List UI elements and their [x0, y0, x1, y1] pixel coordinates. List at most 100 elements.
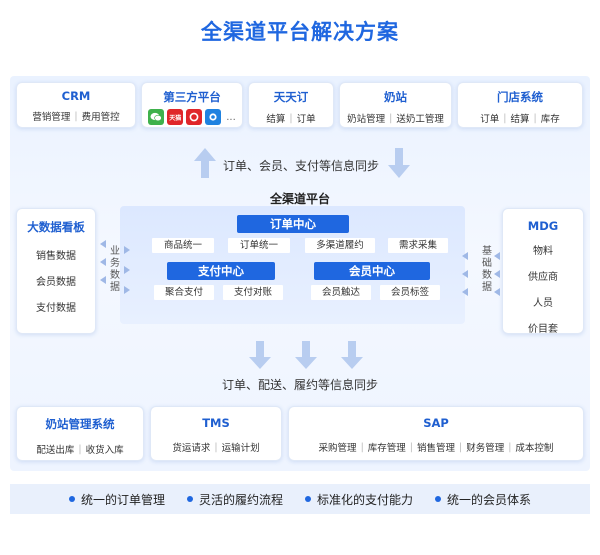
member-center-pill: 会员中心	[314, 262, 430, 280]
mdg-title: MDG	[527, 219, 559, 233]
milk-station-title: 奶站	[384, 90, 407, 104]
milk-station-item: 奶站管理	[347, 114, 386, 125]
sap-card: SAP 采购管理 | 库存管理 | 销售管理 | 财务管理 | 成本控制	[288, 406, 584, 461]
tiantianding-item: 结算	[266, 114, 286, 125]
milk-station-system-title: 奶站管理系统	[45, 417, 115, 431]
tms-item: 货运请求	[172, 443, 211, 454]
base-data-label: 基础数据	[482, 246, 492, 293]
pay-center-pill: 支付中心	[167, 262, 275, 280]
tmall-icon: 天猫	[167, 109, 184, 125]
wechat-icon	[148, 109, 165, 125]
footer-item-label: 灵活的履约流程	[198, 492, 283, 507]
order-chip: 商品统一	[152, 238, 214, 253]
big-data-item: 会员数据	[36, 277, 76, 288]
sap-item: 销售管理	[416, 443, 455, 454]
member-chip: 会员标签	[380, 285, 440, 300]
eleme-icon	[186, 109, 203, 125]
store-item: 订单	[480, 114, 500, 125]
mdg-card: MDG 物料 供应商 人员 价目套	[502, 208, 584, 335]
footer-item-label: 统一的会员体系	[447, 492, 532, 507]
store-system-card: 门店系统 订单 | 结算 | 库存	[457, 82, 583, 128]
separator: |	[409, 441, 413, 453]
sync-top-text: 订单、会员、支付等信息同步	[222, 159, 379, 173]
mdg-item: 人员	[533, 298, 553, 309]
tiantianding-title: 天天订	[273, 90, 309, 104]
separator: |	[389, 112, 393, 124]
big-data-card: 大数据看板 销售数据 会员数据 支付数据	[16, 208, 96, 334]
mdg-item: 价目套	[528, 324, 558, 335]
footer-item: 灵活的履约流程	[186, 491, 283, 508]
member-chip: 会员触达	[311, 285, 371, 300]
more-dots: ...	[226, 111, 236, 123]
big-data-item: 销售数据	[36, 251, 76, 262]
footer-item-label: 统一的订单管理	[80, 492, 165, 507]
third-party-title: 第三方平台	[163, 90, 221, 104]
separator: |	[503, 112, 507, 124]
sap-item: 采购管理	[318, 443, 357, 454]
store-item: 库存	[540, 114, 560, 125]
tms-card: TMS 货运请求 | 运输计划	[150, 406, 282, 461]
bullet-dot-icon	[305, 496, 311, 502]
mdg-item: 供应商	[528, 272, 558, 283]
down-arrow-icon	[249, 341, 271, 369]
footer-item: 标准化的支付能力	[305, 491, 413, 508]
separator: |	[289, 112, 293, 124]
right-inner-arrows-icon	[462, 252, 468, 296]
crm-item: 费用管控	[81, 112, 120, 123]
mdg-item: 物料	[533, 246, 553, 257]
footer-bar: 统一的订单管理 灵活的履约流程 标准化的支付能力 统一的会员体系	[10, 484, 590, 514]
tiantianding-card: 天天订 结算 | 订单	[248, 82, 334, 128]
milk-station-system-card: 奶站管理系统 配送出库 | 收货入库	[16, 406, 144, 461]
big-data-item: 支付数据	[36, 303, 76, 314]
tms-item: 运输计划	[221, 443, 260, 454]
sap-item: 成本控制	[515, 443, 554, 454]
footer-item-label: 标准化的支付能力	[317, 492, 414, 507]
sync-down-arrow-icon	[388, 148, 410, 178]
sync-bottom-text: 订单、配送、履约等信息同步	[221, 378, 378, 392]
separator: |	[459, 441, 463, 453]
order-chip: 多渠道履约	[305, 238, 375, 253]
order-chip: 订单统一	[228, 238, 290, 253]
footer-item: 统一的订单管理	[68, 491, 165, 508]
milk-station-item: 送奶工管理	[396, 114, 444, 125]
separator: |	[78, 443, 82, 455]
milk-station-system-item: 收货入库	[85, 445, 124, 456]
left-flow-arrows-icon	[100, 240, 106, 284]
separator: |	[214, 441, 218, 453]
footer-item: 统一的会员体系	[435, 491, 531, 508]
milk-station-card: 奶站 奶站管理 | 送奶工管理	[339, 82, 452, 128]
order-chip: 需求采集	[388, 238, 448, 253]
separator: |	[74, 110, 78, 122]
right-flow-arrows-icon	[494, 252, 500, 296]
left-inner-arrows-icon	[124, 246, 130, 294]
separator: |	[360, 441, 364, 453]
order-center-pill: 订单中心	[237, 215, 349, 233]
platform-title: 全渠道平台	[269, 192, 330, 206]
separator: |	[508, 441, 512, 453]
big-data-title: 大数据看板	[27, 220, 85, 234]
third-party-card: 第三方平台 天猫 ...	[141, 82, 243, 128]
crm-item: 营销管理	[32, 112, 71, 123]
milk-station-system-item: 配送出库	[36, 445, 75, 456]
pay-chip: 聚合支付	[154, 285, 214, 300]
business-data-label: 业务数据	[110, 246, 120, 293]
tiantianding-item: 订单	[296, 114, 316, 125]
sap-item: 财务管理	[466, 443, 505, 454]
third-app-icon	[205, 109, 222, 125]
crm-card: CRM 营销管理 | 费用管控	[16, 82, 136, 128]
down-arrow-icon	[295, 341, 317, 369]
store-system-title: 门店系统	[497, 90, 543, 104]
tms-title: TMS	[202, 416, 230, 430]
down-arrow-icon	[341, 341, 363, 369]
crm-title: CRM	[61, 89, 91, 103]
sync-up-arrow-icon	[194, 148, 216, 178]
bullet-dot-icon	[435, 496, 442, 502]
store-item: 结算	[510, 114, 530, 125]
sap-title: SAP	[423, 416, 449, 430]
sap-item: 库存管理	[367, 443, 406, 454]
separator: |	[533, 112, 537, 124]
bullet-dot-icon	[68, 496, 75, 502]
bullet-dot-icon	[186, 496, 193, 502]
pay-chip: 支付对账	[223, 285, 283, 300]
page-title: 全渠道平台解决方案	[201, 20, 399, 44]
